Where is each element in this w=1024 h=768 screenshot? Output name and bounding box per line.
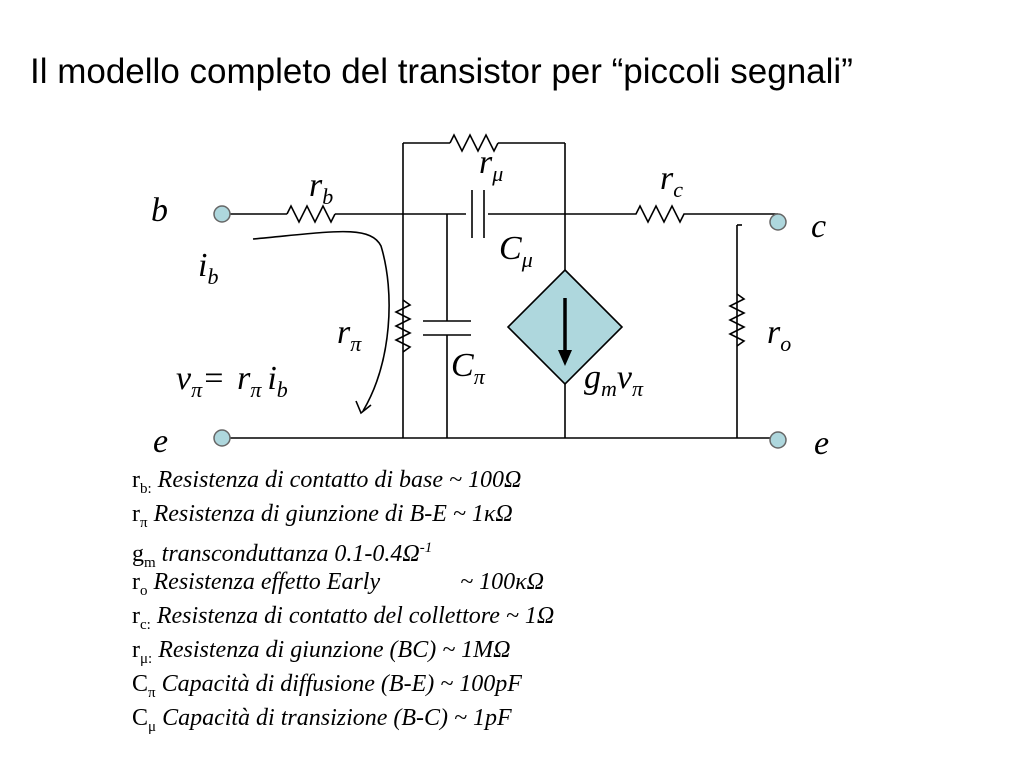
label-ib: ib (198, 247, 218, 289)
legend-symbol: rμ: (132, 637, 153, 667)
legend-description: Resistenza di giunzione di B-E ~ (153, 501, 472, 527)
legend-value: ~ 100κΩ (460, 569, 544, 595)
legend-symbol: rπ (132, 501, 148, 531)
legend-description: Resistenza di contatto di base ~ (157, 467, 468, 493)
terminal-base (213, 205, 231, 223)
label-collector: c (811, 208, 826, 245)
label-rc: rc (660, 160, 683, 202)
circuit-diagram: b c e e rb rμ rc Cμ ib rπ Cπ ro gmvπ vπ=… (151, 133, 829, 460)
legend-description: Capacità di transizione (B-C) ~ 1pF (162, 705, 512, 731)
legend-description: Resistenza di contatto del collettore ~ (156, 603, 525, 629)
base-current-arrow (252, 230, 390, 412)
legend-item-ro: ro Resistenza effetto Early ~ 100κΩ (132, 565, 554, 599)
legend-item-cpi: Cπ Capacità di diffusione (B-E) ~ 100pF (132, 667, 554, 701)
capacitor-cmu (471, 190, 485, 238)
resistor-rb (286, 204, 336, 224)
label-rb: rb (309, 167, 333, 209)
label-gm-vpi: gmvπ (584, 359, 644, 401)
label-cmu: Cμ (499, 230, 533, 272)
parameter-legend: rb: Resistenza di contatto di base ~ 100… (132, 463, 554, 735)
label-ro: ro (767, 314, 791, 356)
legend-item-rb: rb: Resistenza di contatto di base ~ 100… (132, 463, 554, 497)
legend-item-rc: rc: Resistenza di contatto del collettor… (132, 599, 554, 633)
legend-symbol: Cπ (132, 671, 156, 701)
wires (230, 142, 778, 439)
terminal-emitter-left (213, 429, 231, 447)
label-cpi: Cπ (451, 347, 486, 389)
resistor-ro (728, 293, 746, 347)
legend-item-gm: gm transconduttanza 0.1-0.4Ω-1 (132, 531, 554, 571)
legend-symbol: ro (132, 569, 148, 599)
legend-description: Resistenza di giunzione (BC) ~ (158, 637, 462, 663)
legend-item-rmu: rμ: Resistenza di giunzione (BC) ~ 1MΩ (132, 633, 554, 667)
resistor-rc (628, 204, 688, 224)
legend-symbol: Cμ (132, 705, 157, 735)
terminal-emitter-right (769, 431, 787, 449)
resistor-rpi (394, 299, 412, 353)
legend-exponent: -1 (419, 540, 433, 556)
label-base: b (151, 192, 168, 229)
legend-description: Capacità di diffusione (B-E) ~ 100pF (161, 671, 522, 697)
legend-item-cmu: Cμ Capacità di transizione (B-C) ~ 1pF (132, 701, 554, 735)
base-current-arrowhead (355, 400, 372, 415)
legend-description: transconduttanza 0.1-0.4Ω (161, 541, 420, 567)
terminal-collector (769, 213, 787, 231)
slide-title: Il modello completo del transistor per “… (30, 52, 853, 91)
dependent-current-source (506, 268, 624, 386)
label-rpi: rπ (337, 314, 362, 356)
legend-description: Resistenza effetto Early (153, 569, 381, 595)
legend-item-rpi: rπ Resistenza di giunzione di B-E ~ 1κΩ (132, 497, 554, 531)
label-emitter-left: e (153, 423, 168, 460)
legend-value: 1MΩ (461, 637, 511, 663)
label-emitter-right: e (814, 425, 829, 460)
legend-symbol: rc: (132, 603, 151, 633)
resistor-rmu (449, 133, 499, 153)
legend-value: 1Ω (524, 603, 555, 629)
label-rmu: rμ (479, 144, 503, 186)
legend-symbol: rb: (132, 467, 152, 497)
capacitor-cpi (423, 320, 471, 336)
current-arrow-head (558, 350, 572, 366)
legend-symbol: gm (132, 541, 156, 571)
legend-value: 100Ω (467, 467, 522, 493)
legend-value: 1κΩ (471, 501, 513, 527)
